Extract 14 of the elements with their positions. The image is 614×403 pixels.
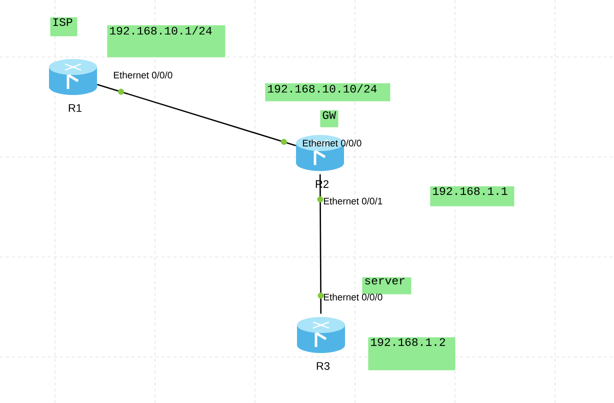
ip-tag: 192.168.1.1 — [430, 186, 514, 206]
ip-tag: 192.168.1.2 — [368, 337, 456, 370]
router-name: R1 — [68, 104, 82, 112]
ip-tag: 192.168.10.10/24 — [265, 83, 390, 102]
port-label: Ethernet 0/0/1 — [324, 198, 382, 204]
port-label: Ethernet 0/0/0 — [114, 72, 172, 78]
ip-tag: ISP — [50, 17, 78, 36]
ip-tag: 192.168.10.1/24 — [107, 25, 226, 58]
ip-tag: server — [362, 277, 412, 294]
ip-tag: GW — [320, 110, 338, 128]
link-line — [97, 84, 296, 146]
link-line — [317, 174, 324, 314]
port-label: Ethernet 0/0/0 — [324, 294, 382, 300]
router-name: R3 — [316, 362, 330, 370]
